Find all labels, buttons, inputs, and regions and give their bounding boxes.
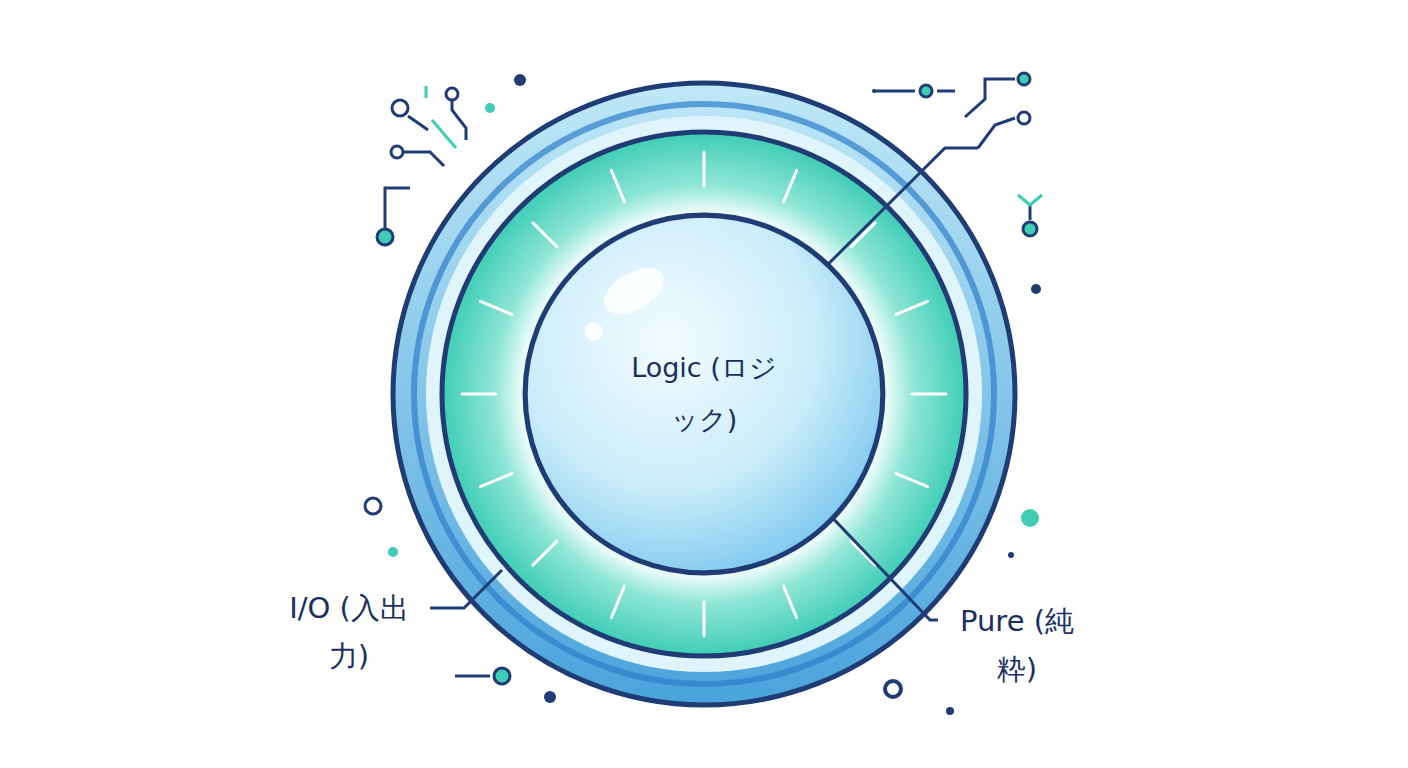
callout-label: Pure (純粋) — [942, 597, 1092, 693]
circle-outline — [520, 210, 888, 578]
callout-label: I/O (入出力) — [274, 584, 424, 680]
node-label: Logic (ロジック) — [629, 342, 779, 446]
inner-circle: Logic (ロジック) — [520, 210, 888, 578]
